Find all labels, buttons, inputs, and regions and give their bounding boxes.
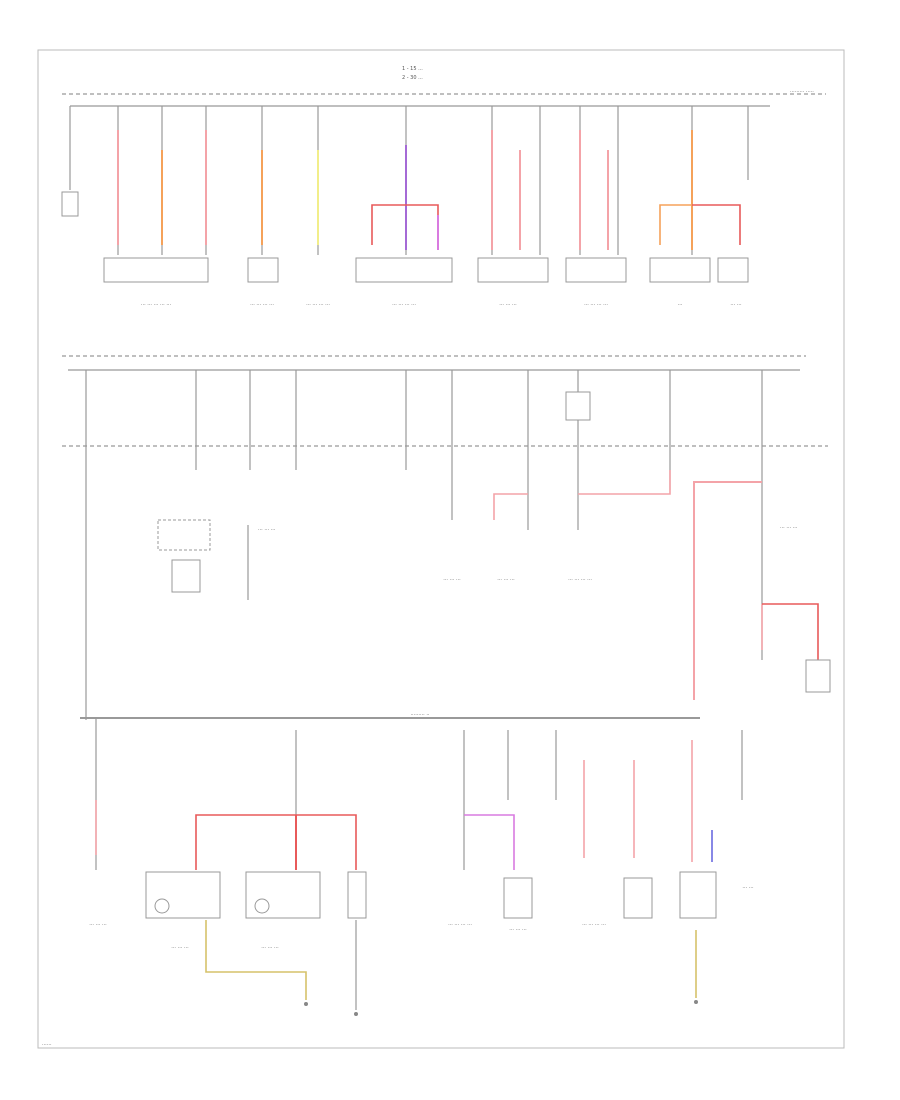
top-module-label-8: ... ... [730,301,742,307]
bus-label-mid: ......... .. [410,711,429,717]
header-line-1: 1 - 15 ... [402,66,423,72]
mid-module-label-1: ... ... ... [258,526,276,532]
mid-section-wiring [85,370,831,720]
mid-module-label-5: ... ... ... [780,524,798,530]
bus-label-top: ......... ..... [790,88,814,94]
bottom-module-label-2: ... ... ... [171,944,189,950]
mid-module-label-2: ... ... ... [443,576,461,582]
top-module-label-7: ... [678,301,683,307]
top-module-label-2: ... ... ... ... [250,301,274,307]
top-module-label-1: ... ... ... ... ... [141,301,172,307]
header-line-2: 2 - 30 ... [402,75,423,81]
bottom-module-label-6: ... ... ... ... [582,921,606,927]
bottom-module-label-4: ... ... ... ... [448,921,472,927]
bottom-module-label-1: ... ... ... [89,921,107,927]
top-module-label-4: ... ... ... ... [392,301,416,307]
bottom-module-label-7: ... ... [742,884,754,890]
diagram-frame [37,49,845,1049]
mid-module-label-4: ... ... ... ... [568,576,592,582]
top-section-wiring [61,106,749,283]
top-module-label-5: ... ... ... [499,301,517,307]
bottom-module-label-3: ... ... ... [261,944,279,950]
mid-module-label-3: ... ... ... [497,576,515,582]
top-module-label-3: ... ... ... ... [306,301,330,307]
footer-code: ...... [42,1041,52,1047]
top-module-label-6: ... ... ... ... [584,301,608,307]
bottom-section-wiring [95,718,743,1010]
ground-symbols [304,1000,698,1016]
bottom-module-label-5: ... ... ... [509,926,527,932]
